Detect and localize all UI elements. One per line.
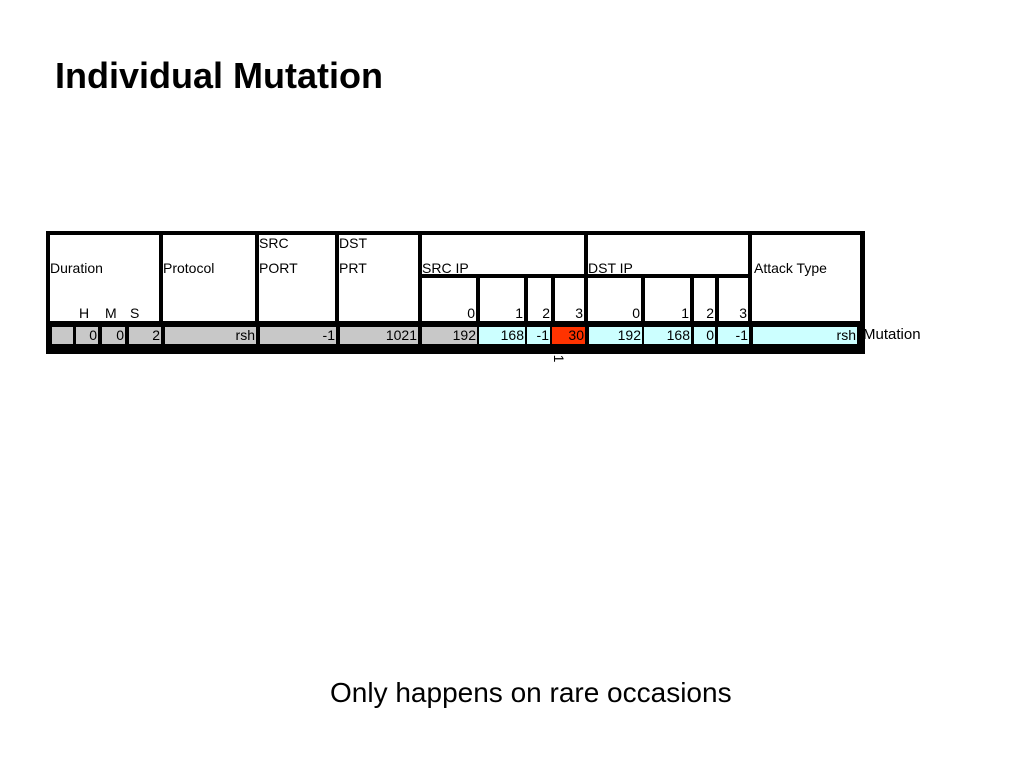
header-src-port: SRC PORT xyxy=(259,235,335,321)
subheader-dst-ip-3: 3 xyxy=(719,278,748,321)
footnote-text: Only happens on rare occasions xyxy=(330,677,732,708)
subheader-s: S xyxy=(130,305,140,321)
header-dst-ip: DST IP xyxy=(588,235,748,276)
subheader-dst-ip-2: 2 xyxy=(694,278,715,321)
subheader-dst-ip-2-label: 2 xyxy=(706,305,714,321)
subheader-src-ip-2: 2 xyxy=(528,278,551,321)
data-cell-src-ip-2: -1 xyxy=(527,327,550,344)
header-dst-port-line2: PRT xyxy=(339,260,367,276)
data-cell-dst-ip-3: -1 xyxy=(718,327,749,344)
data-cell-dst-ip-2: 0 xyxy=(694,327,715,344)
subheader-m: M xyxy=(105,305,117,321)
data-cell-spacer xyxy=(52,327,73,344)
data-cell-dst-ip-0: 192 xyxy=(589,327,642,344)
data-cell-src-ip-0: 192 xyxy=(422,327,477,344)
subheader-src-ip-1: 1 xyxy=(480,278,524,321)
data-cell-protocol: rsh xyxy=(165,327,256,344)
data-cell-dst-port: 1021 xyxy=(340,327,418,344)
subheader-src-ip-0: 0 xyxy=(422,278,476,321)
header-attack-type-label: Attack Type xyxy=(754,260,827,276)
subheader-dst-ip-1-label: 1 xyxy=(681,305,689,321)
header-duration: Duration H M S xyxy=(50,235,159,321)
header-duration-label: Duration xyxy=(50,260,103,276)
header-src-port-line1: SRC xyxy=(259,235,289,251)
subheader-dst-ip-0-label: 0 xyxy=(632,305,640,321)
header-protocol-label: Protocol xyxy=(163,260,215,276)
subheader-src-ip-3-label: 3 xyxy=(575,305,583,321)
subheader-src-ip-1-label: 1 xyxy=(515,305,523,321)
subheader-h: H xyxy=(79,305,90,321)
data-cell-s: 2 xyxy=(129,327,161,344)
data-cell-src-port: -1 xyxy=(260,327,336,344)
overflow-rotated-text: -1 xyxy=(551,350,567,363)
data-cell-src-ip-3-mutated: 30 xyxy=(552,327,585,344)
header-protocol: Protocol xyxy=(163,235,255,321)
header-src-ip-label: SRC IP xyxy=(422,260,469,276)
header-dst-ip-label: DST IP xyxy=(588,260,633,276)
data-cell-dst-ip-1: 168 xyxy=(644,327,691,344)
header-dst-port-line1: DST xyxy=(339,235,367,251)
data-cell-h: 0 xyxy=(76,327,98,344)
header-src-port-line2: PORT xyxy=(259,260,298,276)
subheader-src-ip-2-label: 2 xyxy=(542,305,550,321)
row-label-mutation: Mutation xyxy=(863,326,921,343)
slide-title: Individual Mutation xyxy=(55,55,383,96)
header-src-ip: SRC IP xyxy=(422,235,584,276)
subheader-src-ip-0-label: 0 xyxy=(467,305,475,321)
data-cell-m: 0 xyxy=(102,327,125,344)
subheader-src-ip-3: 3 xyxy=(555,278,584,321)
subheader-dst-ip-0: 0 xyxy=(588,278,641,321)
data-cell-src-ip-1: 168 xyxy=(479,327,525,344)
mutation-table: Duration H M S Protocol SRC PORT DST PRT… xyxy=(46,231,865,354)
subheader-dst-ip-1: 1 xyxy=(645,278,690,321)
header-dst-port: DST PRT xyxy=(339,235,418,321)
data-cell-attack-type: rsh xyxy=(753,327,857,344)
subheader-dst-ip-3-label: 3 xyxy=(739,305,747,321)
header-attack-type: Attack Type xyxy=(752,235,860,321)
